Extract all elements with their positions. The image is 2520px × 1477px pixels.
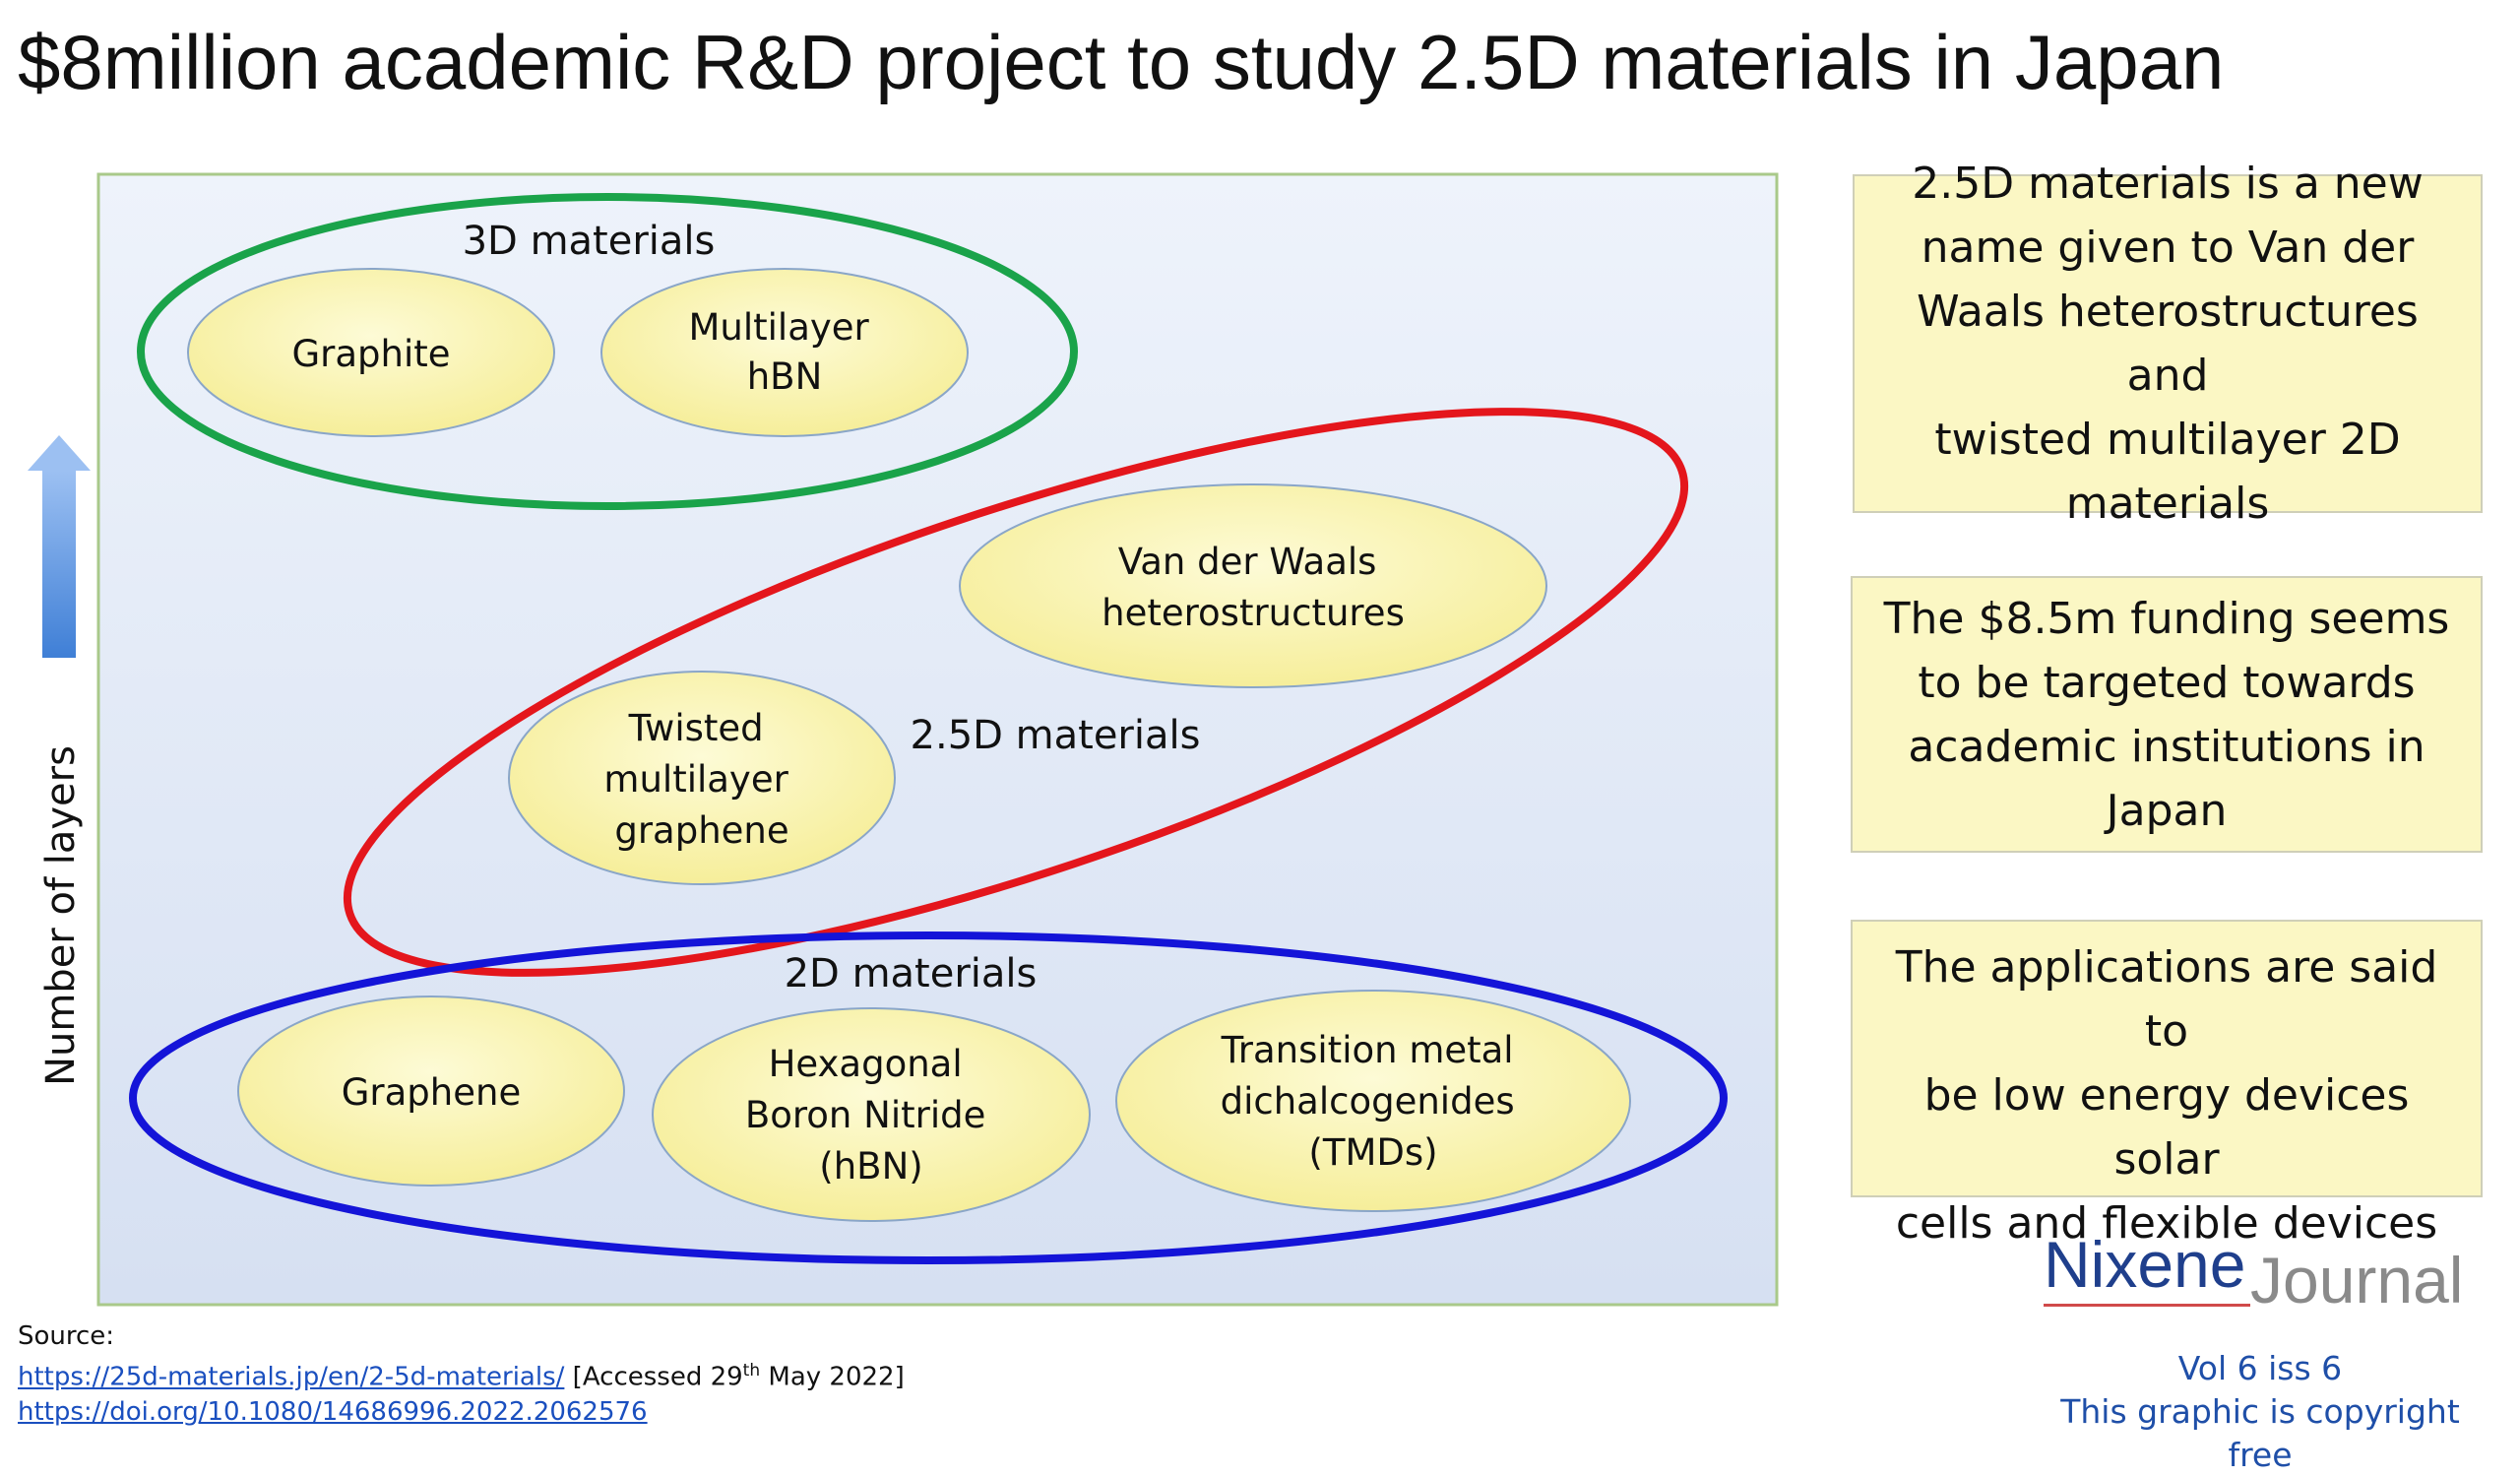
y-axis-label: Number of layers xyxy=(38,745,84,1086)
source-link-1[interactable]: https://25d-materials.jp/en/2-5d-materia… xyxy=(18,1362,565,1392)
accessed-sup: th xyxy=(742,1361,761,1381)
info-line: 2.5D materials is a new xyxy=(1912,159,2424,209)
group-25d-outline xyxy=(343,408,1689,977)
bubble-vdw-heterostructures xyxy=(959,483,1547,688)
info-line: academic institutions in xyxy=(1908,721,2426,772)
group-25d-label: 2.5D materials xyxy=(911,713,1201,758)
info-line: cells and flexible devices xyxy=(1895,1198,2438,1249)
group-3d-outline xyxy=(137,193,1078,510)
group-2d-outline xyxy=(129,931,1728,1264)
bubble-twisted-multilayer-graphene xyxy=(508,671,896,885)
bubble-tmds xyxy=(1115,990,1631,1212)
bubble-multilayer-hbn xyxy=(600,268,969,437)
group-3d-label: 3D materials xyxy=(463,219,716,264)
info-line: materials xyxy=(2065,479,2270,529)
nixene-journal-logo: Nixene Journal xyxy=(2044,1225,2506,1316)
bubble-graphene-text: Graphene xyxy=(342,1071,521,1114)
info-line: be low energy devices solar xyxy=(1923,1070,2410,1185)
info-line: twisted multilayer 2D xyxy=(1934,415,2401,465)
bubble-multilayer-hbn-text: Multilayer hBN xyxy=(688,306,880,398)
bubble-graphite-text: Graphite xyxy=(291,333,450,375)
materials-diagram: 3D materials Graphite Multilayer hBN 2.5… xyxy=(28,172,1779,1307)
bubble-vdw-text: Van der Waals heterostructures xyxy=(1102,541,1405,634)
source-block: Source: https://25d-materials.jp/en/2-5d… xyxy=(18,1319,905,1430)
logo-underline xyxy=(2044,1304,2250,1307)
bubble-twisted-text: Twisted multilayer graphene xyxy=(603,707,799,852)
info-line: to be targeted towards xyxy=(1918,657,2416,708)
accessed-prefix: [Accessed 29 xyxy=(564,1362,743,1392)
logo-journal: Journal xyxy=(2250,1244,2464,1316)
logo-nixene: Nixene xyxy=(2044,1228,2246,1301)
source-line-1: https://25d-materials.jp/en/2-5d-materia… xyxy=(18,1354,905,1395)
info-box-funding: The $8.5m funding seems to be targeted t… xyxy=(1851,576,2483,853)
bubble-hexagonal-boron-nitride xyxy=(652,1007,1091,1222)
source-line-2: https://doi.org/10.1080/14686996.2022.20… xyxy=(18,1395,905,1430)
bubble-graphene xyxy=(237,995,625,1187)
copyright-note: This graphic is copyright free xyxy=(2060,1392,2460,1474)
bubble-tmds-text: Transition metal dichalcogenides (TMDs) xyxy=(1221,1029,1527,1174)
info-line: The $8.5m funding seems xyxy=(1883,593,2450,644)
bubble-graphite xyxy=(187,268,555,437)
accessed-suffix: May 2022] xyxy=(760,1362,905,1392)
info-line: Japan xyxy=(2106,785,2228,836)
info-box-definition: 2.5D materials is a new name given to Va… xyxy=(1853,159,2483,529)
info-line: The applications are said to xyxy=(1895,942,2438,1057)
source-label: Source: xyxy=(18,1321,115,1351)
source-link-2[interactable]: https://doi.org/10.1080/14686996.2022.20… xyxy=(18,1396,648,1427)
volume-issue: Vol 6 iss 6 xyxy=(2177,1349,2343,1387)
footer-block: Vol 6 iss 6 This graphic is copyright fr… xyxy=(2044,1347,2477,1477)
group-2d-label: 2D materials xyxy=(785,951,1038,996)
info-line: name given to Van der xyxy=(1921,223,2415,273)
arrow-up-icon xyxy=(28,435,91,658)
bubble-hbn-text: Hexagonal Boron Nitride (hBN) xyxy=(745,1043,997,1188)
info-line: Waals heterostructures and xyxy=(1917,287,2419,401)
page-title: $8million academic R&D project to study … xyxy=(18,19,2225,105)
info-box-applications: The applications are said to be low ener… xyxy=(1851,920,2483,1249)
